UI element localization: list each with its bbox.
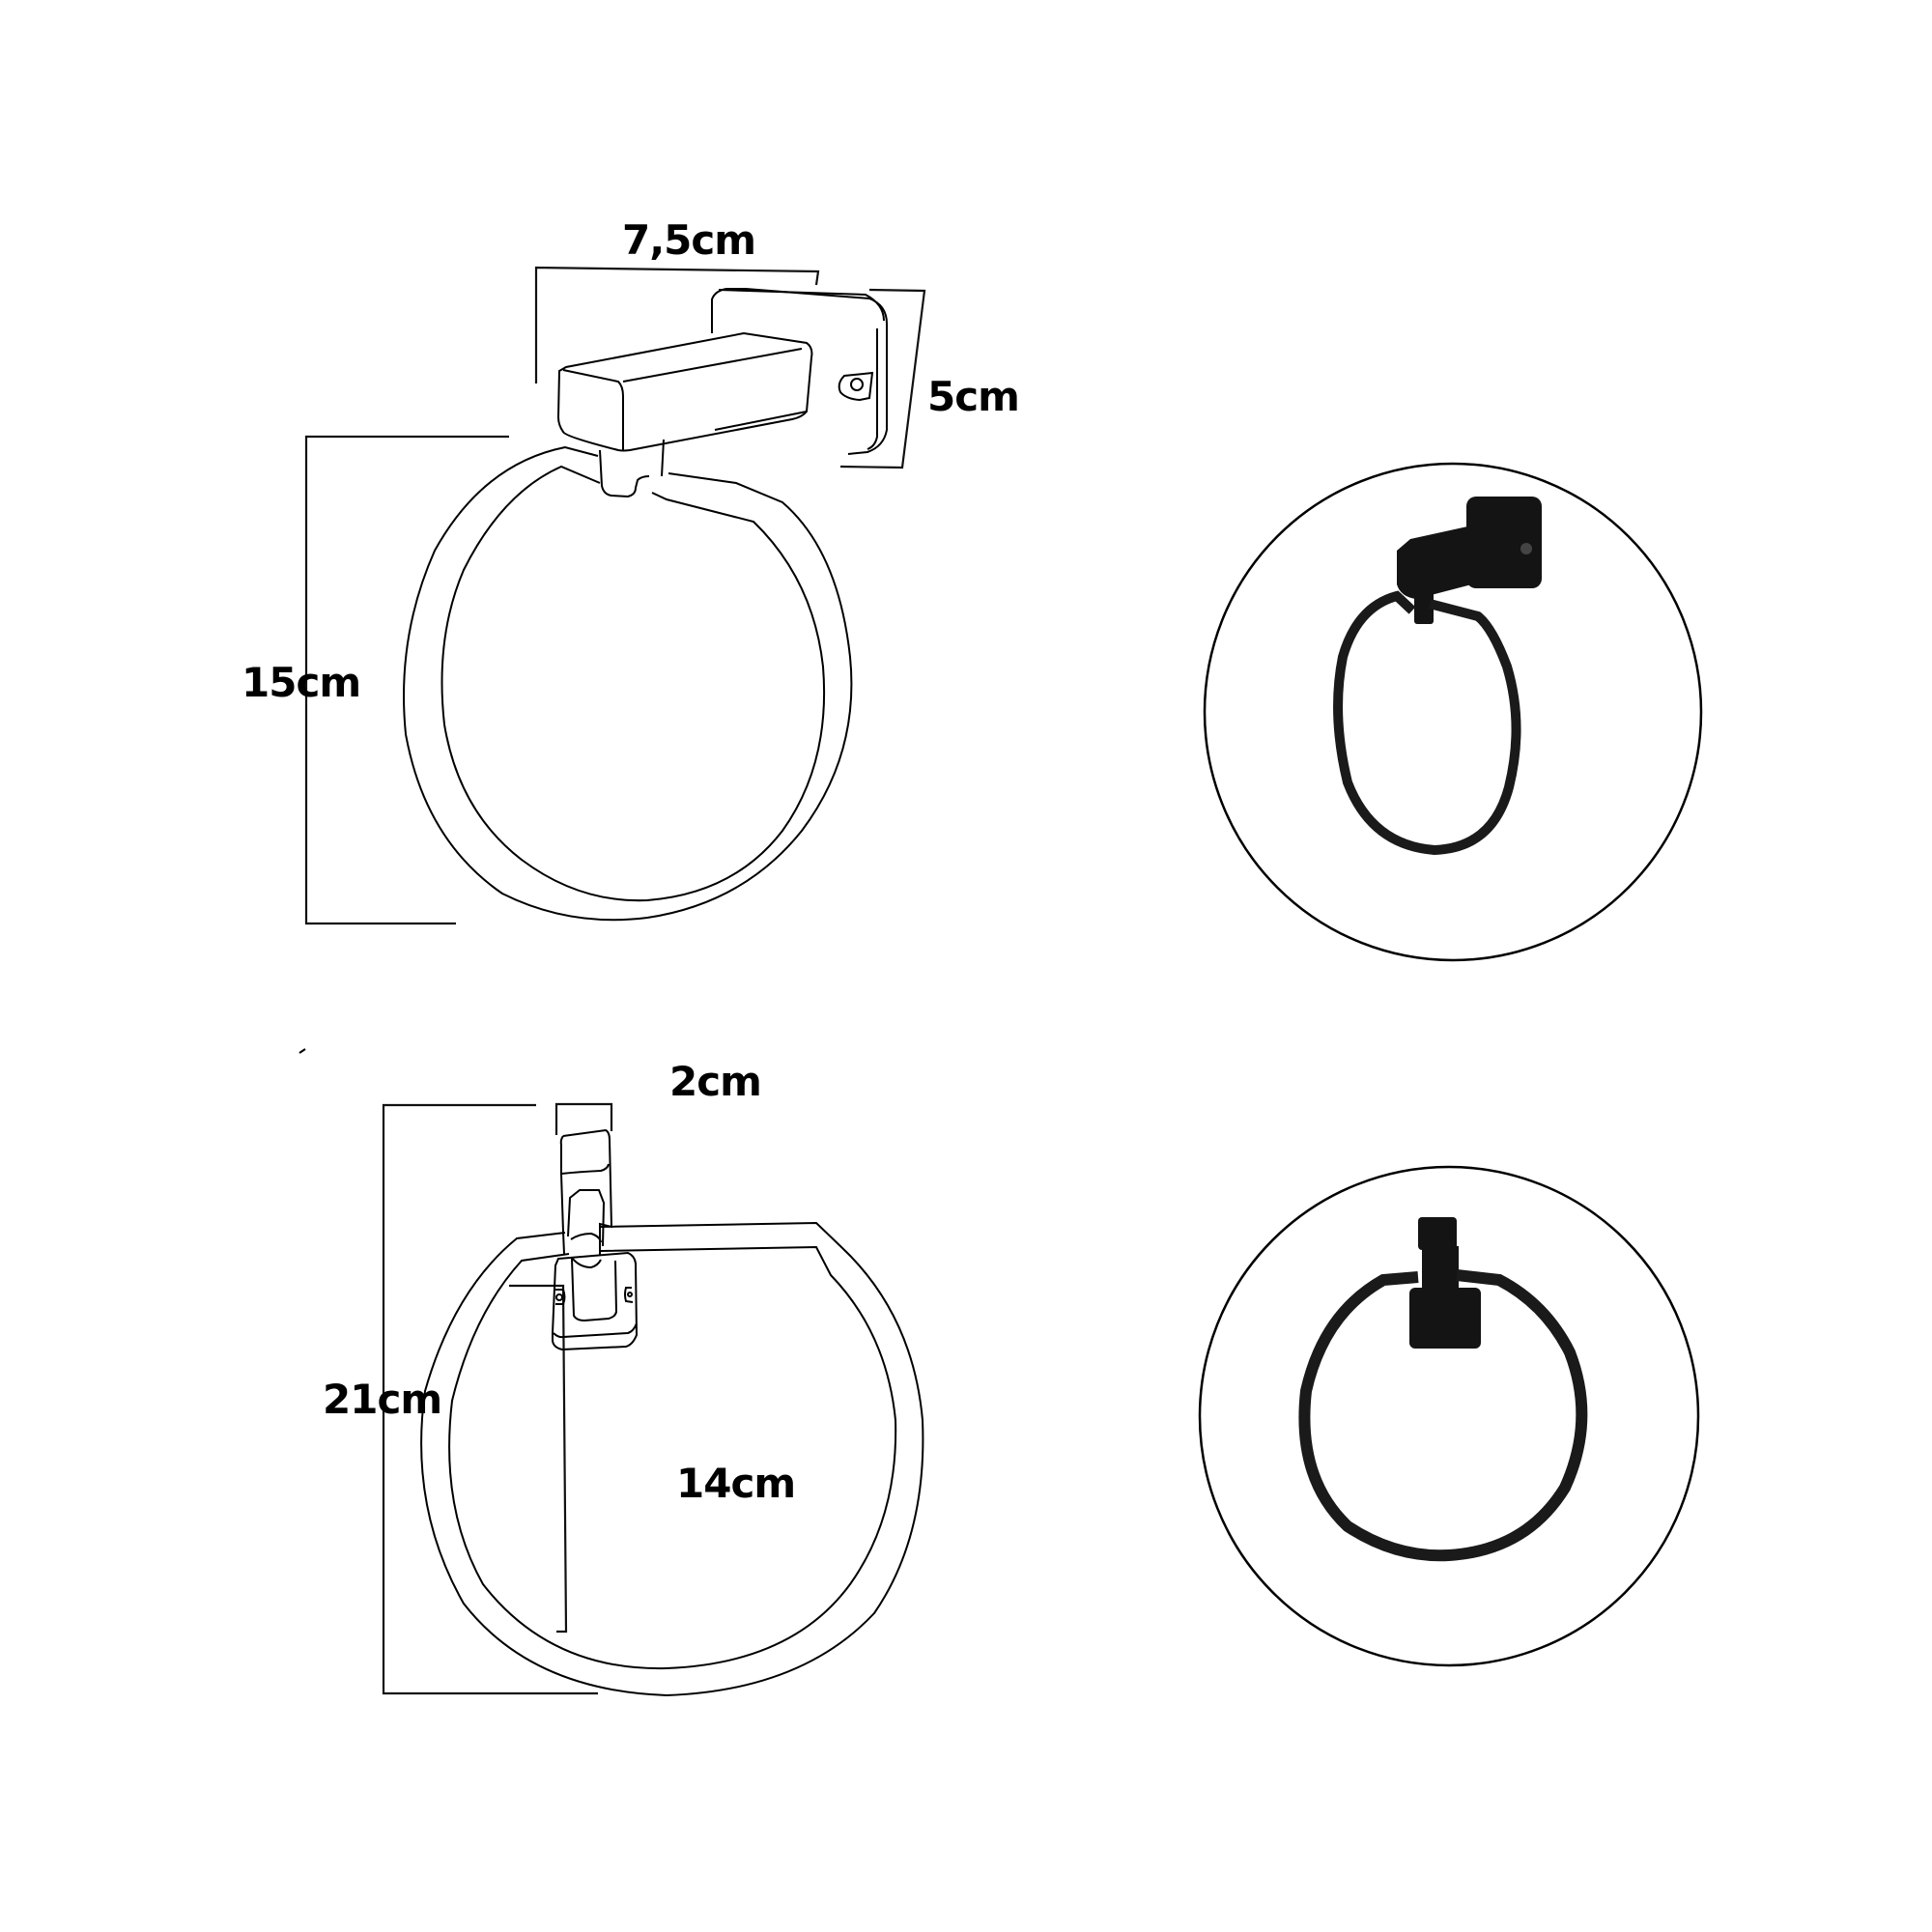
base-width-label: 2cm xyxy=(669,1058,762,1105)
depth-dimension-bracket xyxy=(534,266,820,384)
ring-post xyxy=(599,449,650,498)
screw-icon-right xyxy=(624,1287,634,1303)
front-view-drawing xyxy=(298,1048,924,1697)
front-total-height-label: 21cm xyxy=(323,1376,442,1423)
base-plate xyxy=(552,1251,639,1351)
side-view-drawing xyxy=(304,266,926,925)
side-photo xyxy=(1203,462,1703,962)
ring-outline-outer xyxy=(403,445,853,922)
screw-icon xyxy=(838,371,874,402)
total-height-dimension-bracket xyxy=(304,435,509,925)
total-height-dimension-bracket xyxy=(382,1103,598,1695)
arm-bar xyxy=(556,331,813,452)
total-height-label: 15cm xyxy=(242,659,361,706)
ring-outline-inner xyxy=(440,465,826,902)
mount-head xyxy=(562,1128,613,1256)
ring-inner-height-label: 14cm xyxy=(676,1460,796,1507)
screw-icon-left xyxy=(555,1289,566,1305)
ring-outline-outer xyxy=(420,1221,924,1697)
base-width-dimension-bracket xyxy=(554,1102,613,1135)
ring-outline-inner xyxy=(448,1245,897,1670)
photo-frame-circle xyxy=(1203,462,1703,962)
photo-frame-circle xyxy=(1198,1165,1700,1667)
wall-plate xyxy=(711,288,888,455)
ring-inner-height-dimension-bracket xyxy=(509,1284,568,1634)
depth-label: 7,5cm xyxy=(622,216,756,264)
stray-mark xyxy=(298,1048,306,1054)
base-height-label: 5cm xyxy=(927,373,1020,420)
front-photo xyxy=(1198,1165,1700,1667)
base-height-dimension-bracket xyxy=(839,288,926,469)
